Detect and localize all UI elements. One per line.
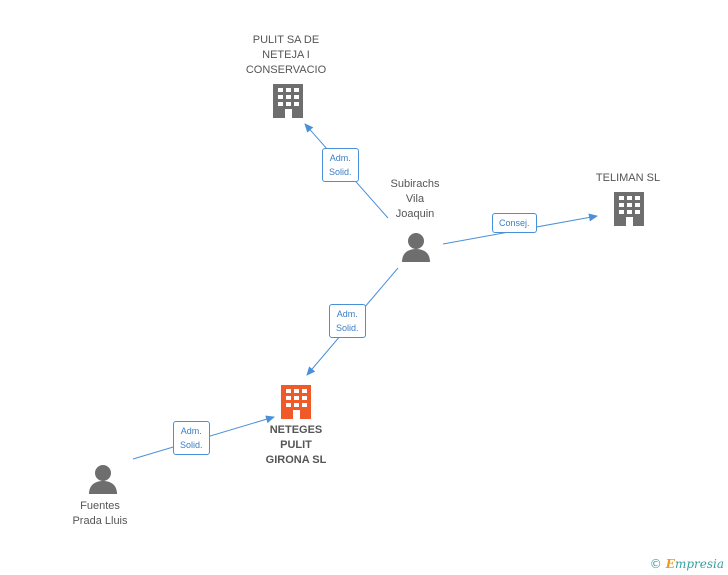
node-label-line: Subirachs <box>390 178 440 190</box>
edge-label-subirachs-teliman: Consej. <box>492 213 537 233</box>
edge-label-line: Solid. <box>180 440 203 450</box>
node-label-line: Prada Lluis <box>72 515 128 527</box>
node-label-fuentes[interactable]: Fuentes Prada Lluis <box>50 499 150 529</box>
edge-label-subirachs-neteges: Adm. Solid. <box>329 304 366 338</box>
node-label-line: PULIT SA DE <box>252 34 320 46</box>
empresia-brand[interactable]: ©Empresia <box>650 557 724 571</box>
edge-label-line: Solid. <box>336 323 359 333</box>
node-label-line: PULIT <box>280 439 312 451</box>
building-icon-main[interactable] <box>281 385 311 419</box>
node-label-teliman[interactable]: TELIMAN SL <box>588 171 668 186</box>
brand-initial: E <box>665 557 675 571</box>
node-label-line: Joaquin <box>395 208 435 220</box>
building-icon[interactable] <box>273 84 303 118</box>
brand-name: mpresia <box>674 557 724 571</box>
node-label-line: GIRONA SL <box>265 454 327 466</box>
node-label-line: Vila <box>405 193 425 205</box>
person-icon[interactable] <box>402 233 430 262</box>
building-icon[interactable] <box>614 192 644 226</box>
edge-label-line: Consej. <box>499 218 530 228</box>
edge-label-line: Adm. <box>329 153 351 163</box>
edge-label-line: Adm. <box>336 309 358 319</box>
node-label-line: NETEJA I <box>262 49 310 61</box>
edge-label-subirachs-pulit: Adm. Solid. <box>322 148 359 182</box>
node-label-neteges[interactable]: NETEGES PULIT GIRONA SL <box>246 423 346 468</box>
edge-label-line: Solid. <box>329 167 352 177</box>
node-label-line: Fuentes <box>80 500 120 512</box>
node-label-line: NETEGES <box>269 424 323 436</box>
person-icon[interactable] <box>89 465 117 494</box>
copyright-symbol: © <box>649 557 662 571</box>
node-label-pulit-sa[interactable]: PULIT SA DE NETEJA I CONSERVACIO <box>236 33 336 78</box>
edge-label-fuentes-neteges: Adm. Solid. <box>173 421 210 455</box>
node-label-subirachs[interactable]: Subirachs Vila Joaquin <box>370 177 460 222</box>
node-label-line: TELIMAN SL <box>595 172 661 184</box>
edge-label-line: Adm. <box>180 426 202 436</box>
node-label-line: CONSERVACIO <box>245 64 327 76</box>
